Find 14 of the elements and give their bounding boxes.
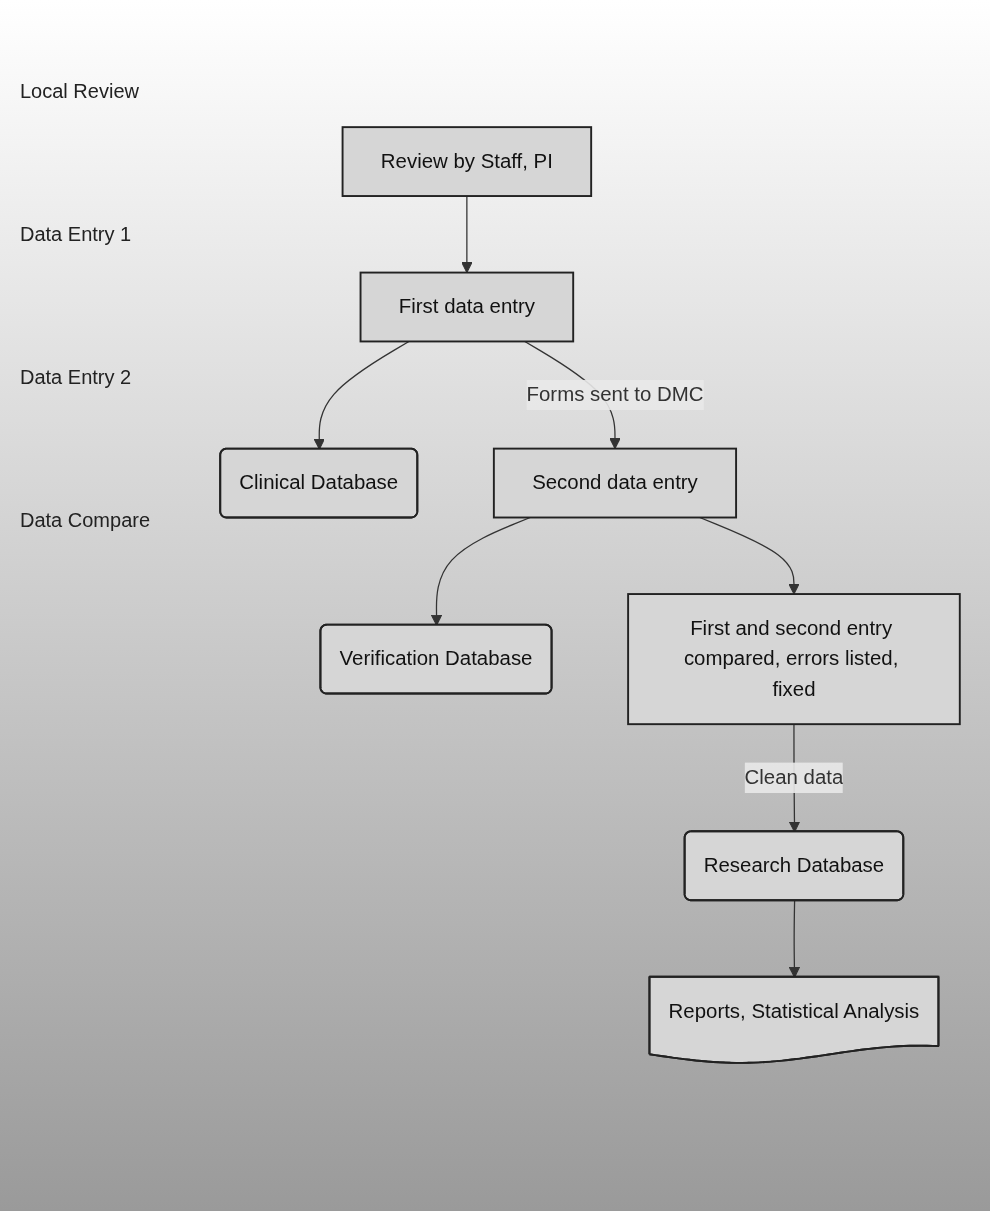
stage-label: Local Review (20, 80, 140, 103)
arrow (699, 516, 800, 595)
arrow (461, 195, 473, 274)
edge-label: Forms sent to DMC (526, 383, 704, 406)
node-box: First data entry (359, 271, 575, 343)
stage-label: Data Entry 2 (20, 366, 133, 389)
node-box: First and second entry compared, errors listed, fixed (627, 593, 961, 726)
stage-label: Data Compare (20, 509, 152, 532)
edge-label: Clean data (744, 766, 844, 788)
node-box: Second data entry (492, 447, 738, 519)
stage-label: Data Entry 1 (20, 223, 133, 246)
node-box: Review by Staff, PI (341, 126, 593, 197)
arrow (430, 516, 531, 626)
arrow (313, 340, 410, 450)
